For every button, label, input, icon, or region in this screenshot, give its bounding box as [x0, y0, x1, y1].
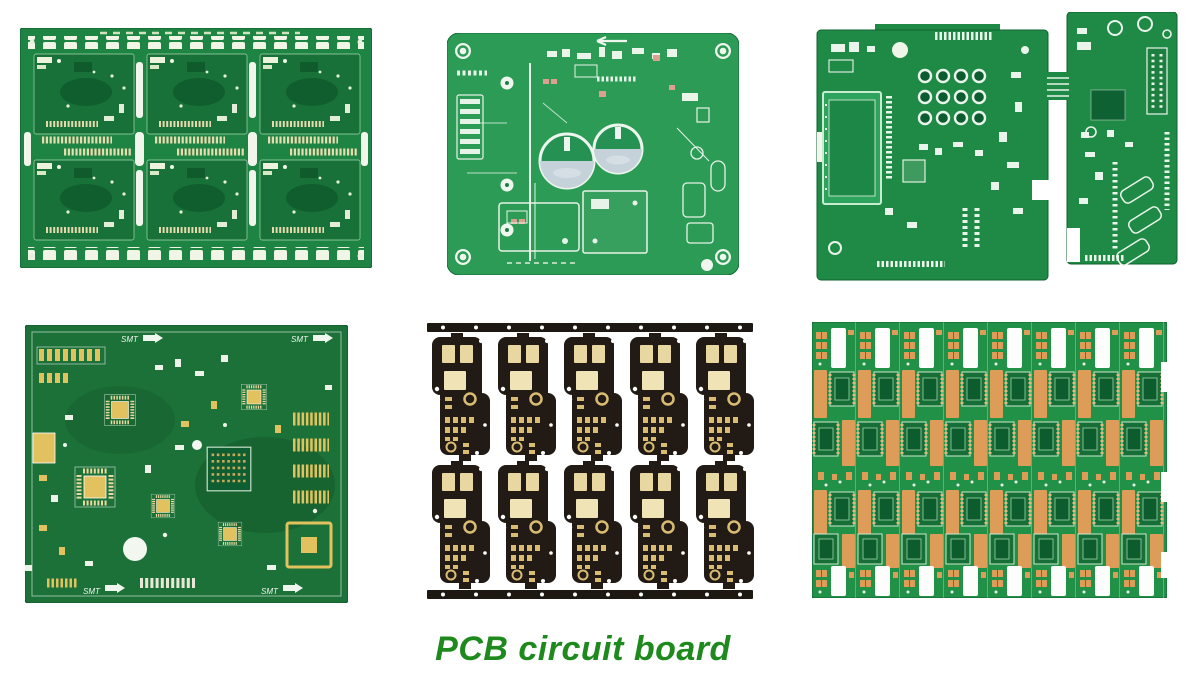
copper-panel-graphic [812, 322, 1167, 598]
two-section-pcb-graphic [816, 12, 1178, 281]
smt-label: SMT [261, 587, 279, 596]
bare-power-pcb-graphic [447, 33, 739, 275]
photo-bare-green-power-pcb [447, 33, 739, 275]
black-panel-graphic [425, 323, 755, 599]
caption: PCB circuit board [435, 630, 731, 668]
smt-label: SMT [83, 587, 101, 596]
smt-label: SMT [291, 335, 309, 344]
photo-green-pcb-gold-smt: SMT SMT SMT SMT [25, 325, 348, 603]
photo-black-pcb-panel-10up [425, 323, 755, 599]
photo-green-pcb-panel-6up [20, 28, 372, 268]
photo-two-section-green-pcb [815, 12, 1180, 284]
gold-smt-pcb-graphic: SMT SMT SMT SMT [25, 325, 348, 603]
photo-green-panel-copper-pads [812, 322, 1167, 598]
pcb-panel-6up-graphic [20, 28, 372, 268]
smt-label: SMT [121, 335, 139, 344]
